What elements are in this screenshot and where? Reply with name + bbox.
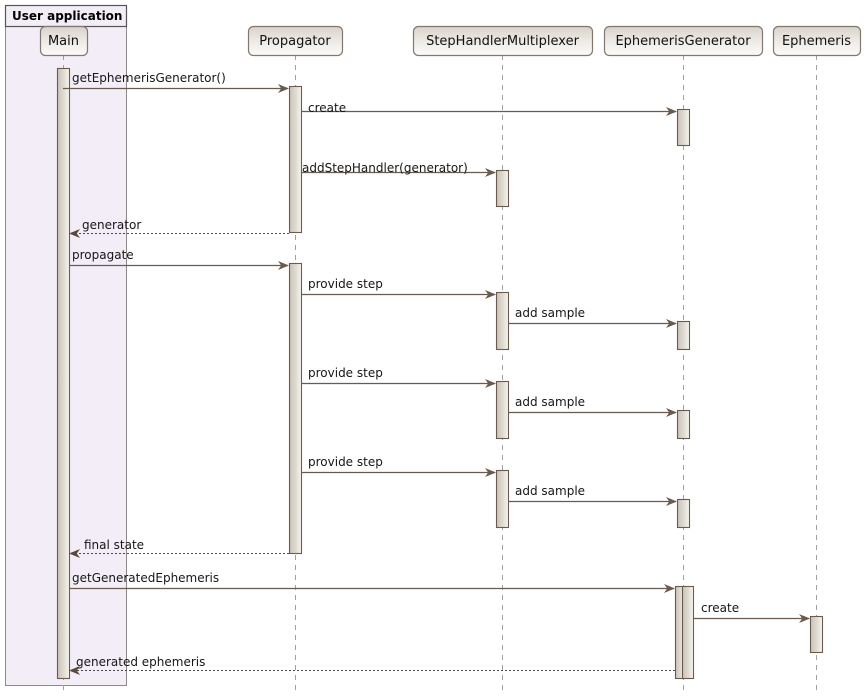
participant-label-generator: EphemerisGenerator: [615, 34, 751, 49]
message-label-m5: propagate: [72, 248, 134, 262]
message-label-m4: generator: [82, 218, 141, 232]
message-label-m7: add sample: [515, 306, 585, 320]
activation-act-mux-1: [495, 291, 510, 351]
message-m10: provide step: [301, 455, 496, 477]
participant-label-ephemeris: Ephemeris: [782, 34, 851, 49]
participant-multiplexer[interactable]: StepHandlerMultiplexer: [412, 25, 594, 57]
participant-box-propagator[interactable]: [247, 25, 344, 57]
activations-group: [56, 67, 824, 680]
activation-act-gen-create: [676, 108, 691, 147]
message-label-m15: generated ephemeris: [76, 655, 205, 669]
message-label-m14: create: [701, 601, 739, 615]
lifelines-group: [63, 55, 817, 693]
participant-label-propagator: Propagator: [259, 34, 331, 49]
activation-act-eph-1: [676, 320, 691, 351]
activation-act-eph-2: [676, 409, 691, 440]
participant-box-ephemeris[interactable]: [772, 25, 862, 57]
messages-group: getEphemerisGenerator() create addStepHand…: [63, 71, 810, 675]
activation-act-prop-1: [288, 85, 303, 234]
message-m14: create: [693, 601, 810, 623]
participant-boxes-group: Main Propagator StepHandlerMultiplexer Ephe…: [39, 25, 862, 57]
message-m5: propagate: [69, 248, 289, 270]
message-m15: generated ephemeris: [69, 655, 675, 675]
message-m2: create: [301, 101, 677, 116]
message-label-m6: provide step: [308, 277, 383, 291]
frame-title-label: User application: [12, 9, 122, 23]
message-label-m1: getEphemerisGenerator(): [72, 71, 226, 85]
message-label-m9: add sample: [515, 395, 585, 409]
activation-act-eph-final: [809, 615, 824, 654]
message-m6: provide step: [301, 277, 496, 299]
message-m7: add sample: [508, 306, 677, 328]
message-label-m12: final state: [84, 538, 144, 552]
message-m3: addStepHandler(generator): [301, 161, 496, 177]
participant-box-multiplexer[interactable]: [412, 25, 594, 57]
participant-ephemeris[interactable]: Ephemeris: [772, 25, 862, 57]
message-m1: getEphemerisGenerator(): [63, 71, 289, 93]
activation-act-mux-add: [495, 169, 510, 208]
message-label-m3: addStepHandler(generator): [302, 161, 468, 175]
activation-act-mux-3: [495, 469, 510, 529]
activation-act-eph-3: [676, 498, 691, 529]
message-label-m11: add sample: [515, 484, 585, 498]
activation-act-gen-inner: [681, 585, 695, 680]
message-label-m10: provide step: [308, 455, 383, 469]
message-m8: provide step: [301, 366, 496, 388]
message-label-m8: provide step: [308, 366, 383, 380]
participant-label-main: Main: [48, 34, 79, 49]
message-label-m2: create: [308, 101, 346, 115]
message-m13: getGeneratedEphemeris: [69, 571, 675, 593]
message-label-m13: getGeneratedEphemeris: [72, 571, 219, 585]
message-m9: add sample: [508, 395, 677, 417]
participant-label-multiplexer: StepHandlerMultiplexer: [426, 34, 579, 49]
message-m11: add sample: [508, 484, 677, 506]
participant-generator[interactable]: EphemerisGenerator: [603, 25, 764, 57]
activation-act-mux-2: [495, 380, 510, 440]
activation-act-main: [56, 67, 71, 680]
participant-propagator[interactable]: Propagator: [247, 25, 344, 57]
participant-box-main[interactable]: [39, 25, 89, 57]
message-m4: generator: [69, 218, 289, 238]
participant-box-generator[interactable]: [603, 25, 764, 57]
message-m12: final state: [69, 538, 289, 558]
activation-act-prop-2: [288, 262, 303, 555]
participant-main[interactable]: Main: [39, 25, 89, 57]
